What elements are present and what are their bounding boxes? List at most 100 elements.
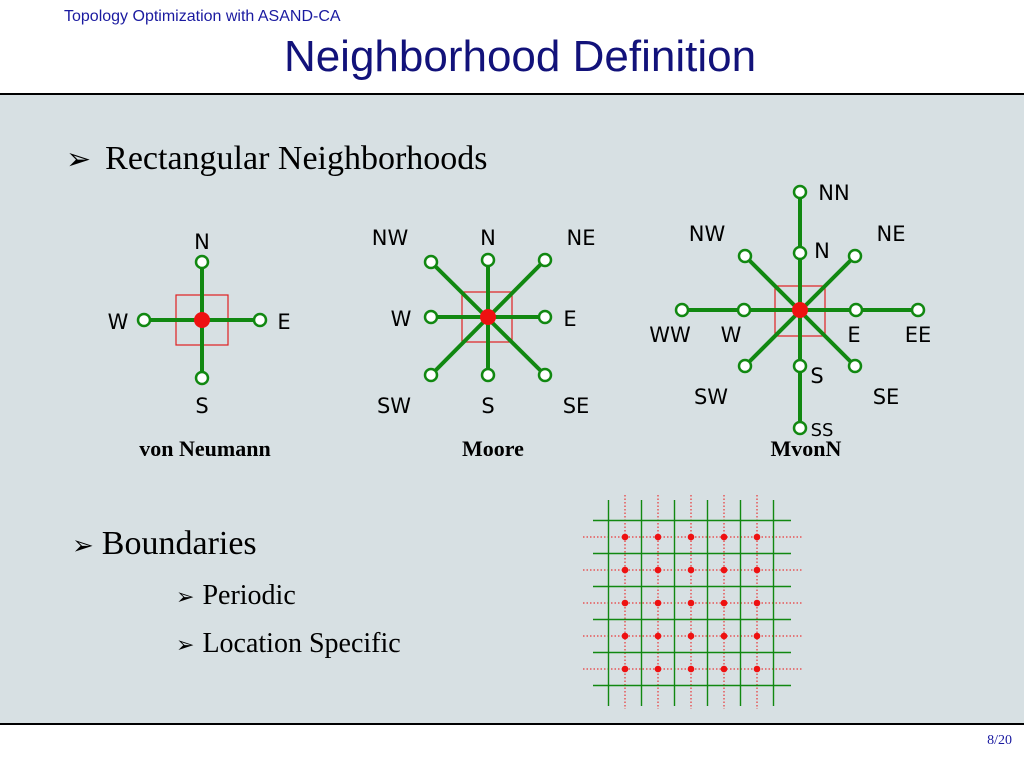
caption-moore: Moore: [462, 436, 524, 461]
label-sw: SW: [377, 394, 411, 418]
node-nn: [792, 184, 808, 200]
node-n: [792, 245, 808, 261]
label-nw: NW: [372, 226, 409, 250]
caption-mvonn: MvonN: [770, 436, 842, 461]
label-n: N: [194, 230, 210, 254]
grid-cell-center: [654, 632, 662, 640]
label-w: W: [721, 323, 742, 347]
label-se: SE: [873, 385, 900, 409]
label-e: E: [277, 310, 290, 334]
grid-cell-center: [720, 599, 728, 607]
boundary-grid-diagram: [583, 495, 802, 709]
label-w: W: [391, 307, 412, 331]
grid-cell-center: [753, 665, 761, 673]
slide-content: [0, 95, 1024, 723]
node-nw: [423, 254, 439, 270]
grid-cell-center: [621, 533, 629, 541]
grid-cell-center: [687, 533, 695, 541]
node-ww: [674, 302, 690, 318]
arrow-bullet-icon: ➢: [66, 142, 92, 177]
arrow-bullet-icon: ➢: [176, 633, 195, 658]
node-w: [423, 309, 439, 325]
node-sw: [737, 358, 753, 374]
grid-cell-center: [654, 599, 662, 607]
label-ww: WW: [649, 323, 691, 347]
page-number: 8/20: [987, 733, 1012, 748]
grid-cell-center: [753, 632, 761, 640]
node-w: [736, 302, 752, 318]
label-se: SE: [563, 394, 590, 418]
bullet-text: Periodic: [202, 580, 296, 611]
node-e: [848, 302, 864, 318]
label-ee: EE: [905, 323, 932, 347]
slide-title: Neighborhood Definition: [283, 32, 757, 81]
label-sw: SW: [694, 385, 728, 409]
node-n: [194, 254, 210, 270]
node-s: [792, 358, 808, 374]
mvonn-diagram: NN N S SS WW W E EE NW NE SW SE: [649, 181, 931, 441]
label-ne: NE: [567, 226, 596, 250]
caption-von-neumann: von Neumann: [139, 436, 271, 461]
arrow-bullet-icon: ➢: [176, 585, 195, 610]
grid-cell-center: [654, 533, 662, 541]
bullet-text: Location Specific: [202, 628, 401, 659]
label-n: N: [814, 239, 830, 263]
label-ne: NE: [877, 222, 906, 246]
node-ne: [847, 248, 863, 264]
node-nw: [737, 248, 753, 264]
grid-cell-center: [753, 533, 761, 541]
label-ss: SS: [811, 420, 834, 441]
label-s: S: [481, 394, 494, 418]
moore-diagram: NW N NE W E SW S SE: [372, 226, 596, 418]
grid-cell-center: [621, 665, 629, 673]
bottom-divider: [0, 723, 1024, 725]
center-node: [792, 302, 808, 318]
header-subtitle: Topology Optimization with ASAND-CA: [64, 8, 341, 25]
grid-cell-center: [621, 566, 629, 574]
top-divider: [0, 93, 1024, 95]
bullet-rectangular: ➢ Rectangular Neighborhoods: [66, 140, 488, 178]
grid-cell-center: [720, 533, 728, 541]
label-nw: NW: [689, 222, 726, 246]
grid-cell-center: [687, 665, 695, 673]
bullet-text: Rectangular Neighborhoods: [105, 140, 488, 177]
label-w: W: [108, 310, 129, 334]
label-n: N: [480, 226, 496, 250]
grid-cell-center: [621, 599, 629, 607]
node-ss: [792, 420, 808, 436]
grid-cell-center: [621, 632, 629, 640]
node-ne: [537, 252, 553, 268]
node-sw: [423, 367, 439, 383]
node-se: [537, 367, 553, 383]
von-neumann-diagram: N S W E: [108, 230, 291, 418]
node-w: [136, 312, 152, 328]
grid-cell-center: [654, 566, 662, 574]
node-s: [194, 370, 210, 386]
label-nn: NN: [818, 181, 849, 205]
bullet-periodic: ➢ Periodic: [176, 580, 296, 612]
label-s: S: [810, 364, 823, 388]
arrow-bullet-icon: ➢: [72, 531, 94, 561]
node-e: [537, 309, 553, 325]
center-node: [480, 309, 496, 325]
grid-cell-center: [753, 566, 761, 574]
bullet-location-specific: ➢ Location Specific: [176, 628, 401, 660]
grid-cell-center: [720, 632, 728, 640]
node-se: [847, 358, 863, 374]
grid-cell-center: [753, 599, 761, 607]
label-e: E: [563, 307, 576, 331]
center-node: [194, 312, 210, 328]
grid-cell-center: [720, 566, 728, 574]
node-ee: [910, 302, 926, 318]
grid-cell-center: [687, 566, 695, 574]
node-s: [480, 367, 496, 383]
grid-cell-center: [654, 665, 662, 673]
bullet-boundaries: ➢Boundaries: [72, 525, 257, 563]
label-e: E: [847, 323, 860, 347]
grid-cell-center: [720, 665, 728, 673]
grid-cell-center: [687, 599, 695, 607]
bullet-text: Boundaries: [101, 525, 257, 562]
label-s: S: [195, 394, 208, 418]
grid-cell-center: [687, 632, 695, 640]
